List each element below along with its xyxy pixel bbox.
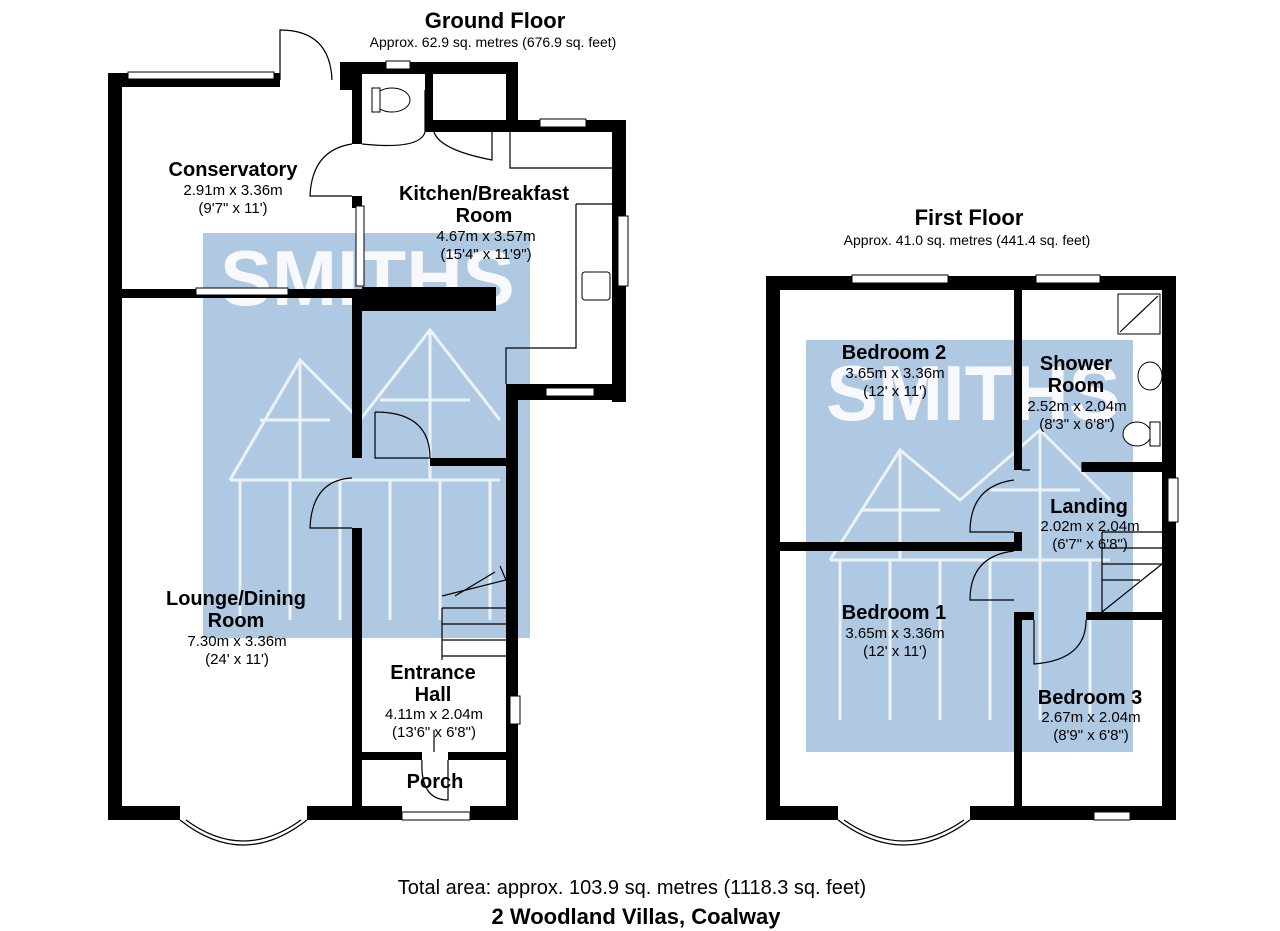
ground-floor-title: Ground Floor: [425, 8, 566, 33]
room-name-line2: Hall: [415, 684, 452, 706]
room-label-entrance-hall: Entrance Hall 4.11m x 2.04m (13'6" x 6'8…: [385, 662, 483, 741]
room-label-bedroom-2: Bedroom 2 3.65m x 3.36m (12' x 11'): [842, 342, 946, 400]
room-name: Landing: [1050, 496, 1128, 518]
room-name: Entrance: [390, 662, 476, 684]
ground-floor-fixtures: [127, 29, 629, 846]
room-name: Bedroom 3: [1038, 687, 1142, 709]
room-dimensions-imperial: (13'6" x 6'8"): [392, 724, 476, 741]
room-name: Kitchen/Breakfast: [399, 183, 569, 205]
room-name: Conservatory: [169, 159, 299, 181]
room-label-lounge: Lounge/Dining Room 7.30m x 3.36m (24' x …: [166, 588, 306, 668]
room-name-line2: Room: [208, 610, 265, 632]
first-floor-area: Approx. 41.0 sq. metres (441.4 sq. feet): [844, 232, 1091, 248]
footer: Total area: approx. 103.9 sq. metres (11…: [398, 877, 866, 929]
room-dimensions: 3.65m x 3.36m: [845, 625, 944, 642]
room-label-landing: Landing 2.02m x 2.04m (6'7" x 6'8"): [1040, 496, 1139, 553]
room-name: Shower: [1040, 353, 1112, 375]
room-dimensions-imperial: (6'7" x 6'8"): [1052, 536, 1128, 553]
room-name-line2: Room: [1048, 375, 1105, 397]
room-label-bedroom-1: Bedroom 1 3.65m x 3.36m (12' x 11'): [842, 602, 946, 660]
room-dimensions-imperial: (12' x 11'): [863, 643, 927, 660]
ground-floor-area: Approx. 62.9 sq. metres (676.9 sq. feet): [370, 34, 617, 50]
room-dimensions: 3.65m x 3.36m: [845, 365, 944, 382]
room-label-bedroom-3: Bedroom 3 2.67m x 2.04m (8'9" x 6'8"): [1038, 687, 1142, 744]
property-address: 2 Woodland Villas, Coalway: [492, 904, 782, 929]
total-area: Total area: approx. 103.9 sq. metres (11…: [398, 877, 866, 899]
room-dimensions: 2.91m x 3.36m: [183, 182, 282, 199]
room-name: Bedroom 1: [842, 602, 946, 624]
room-label-porch: Porch: [407, 771, 464, 793]
room-dimensions-imperial: (12' x 11'): [863, 383, 927, 400]
room-dimensions: 2.02m x 2.04m: [1040, 518, 1139, 535]
first-floor-fixtures: [837, 274, 1179, 846]
room-name-line2: Room: [456, 205, 513, 227]
room-label-shower-room: Shower Room 2.52m x 2.04m (8'3" x 6'8"): [1027, 353, 1126, 433]
watermark-first: SMITHS: [806, 340, 1133, 752]
room-label-conservatory: Conservatory 2.91m x 3.36m (9'7" x 11'): [169, 159, 299, 217]
room-name: Porch: [407, 771, 464, 793]
first-floor-walls: [766, 276, 1176, 820]
room-name: Lounge/Dining: [166, 588, 306, 610]
room-dimensions-imperial: (8'9" x 6'8"): [1053, 727, 1129, 744]
room-dimensions: 4.11m x 2.04m: [385, 706, 483, 723]
room-dimensions: 2.67m x 2.04m: [1041, 709, 1140, 726]
room-dimensions-imperial: (24' x 11'): [205, 651, 269, 668]
room-dimensions-imperial: (8'3" x 6'8"): [1039, 416, 1115, 433]
room-dimensions-imperial: (9'7" x 11'): [198, 200, 267, 217]
room-dimensions-imperial: (15'4" x 11'9"): [440, 246, 531, 263]
first-floor-title: First Floor: [915, 205, 1024, 230]
room-dimensions: 7.30m x 3.36m: [187, 633, 286, 650]
room-dimensions: 2.52m x 2.04m: [1027, 398, 1126, 415]
room-label-kitchen: Kitchen/Breakfast Room 4.67m x 3.57m (15…: [399, 183, 569, 263]
ground-floor-header: Ground Floor Approx. 62.9 sq. metres (67…: [370, 8, 617, 50]
watermark-text-first: SMITHS: [826, 349, 1121, 437]
first-floor-header: First Floor Approx. 41.0 sq. metres (441…: [844, 205, 1091, 248]
room-name: Bedroom 2: [842, 342, 946, 364]
room-dimensions: 4.67m x 3.57m: [436, 228, 535, 245]
